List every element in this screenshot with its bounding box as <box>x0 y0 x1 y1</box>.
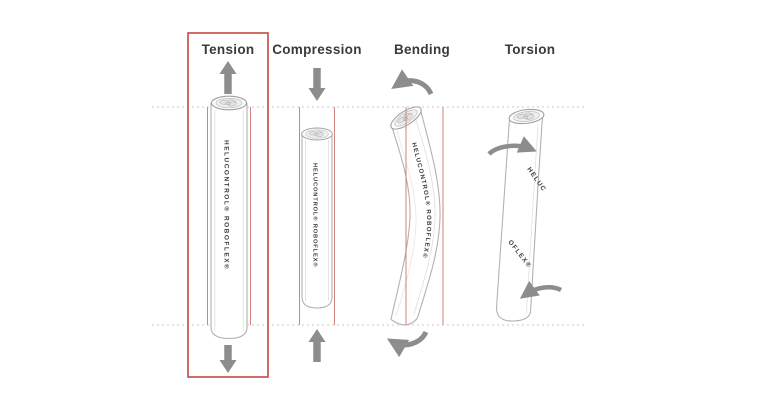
rotation-arrow-bottom-icon <box>519 280 563 299</box>
column-torsion: Torsion HELUC OFLEX® <box>487 42 563 322</box>
up-arrow-icon <box>308 329 326 362</box>
cable-print-text: HELUCONTROL® ROBOFLEX® <box>312 163 319 267</box>
rotation-arrow-top-icon <box>487 136 537 156</box>
column-compression: Compression HELUCONTROL® ROBOFLEX® <box>272 42 362 362</box>
cable-body-tension <box>210 103 248 340</box>
column-label-compression: Compression <box>272 42 362 57</box>
column-label-tension: Tension <box>202 42 255 57</box>
cable-top-cap <box>301 127 333 141</box>
cable-body-compression <box>301 134 333 309</box>
down-arrow-icon <box>308 68 326 101</box>
column-label-torsion: Torsion <box>505 42 556 57</box>
curved-arrow-bottom-icon <box>386 330 429 358</box>
tension-highlight-box <box>187 32 269 378</box>
cable-top-cap <box>210 95 248 111</box>
cable-shading-line <box>395 130 417 317</box>
cable-body-torsion <box>495 115 544 322</box>
cable-shading-line <box>413 119 436 315</box>
curved-arrow-top-icon <box>391 69 434 96</box>
cable-body-bending <box>390 109 441 326</box>
column-label-bending: Bending <box>394 42 450 57</box>
column-tension: Tension HELUCONTROL® ROBOFLEX® <box>187 32 269 378</box>
up-arrow-icon <box>219 61 237 94</box>
column-bending: Bending HELUCONTROL® ROBOFLEX® <box>386 42 450 358</box>
down-arrow-icon <box>219 345 237 373</box>
cable-print-text: HELUCONTROL® ROBOFLEX® <box>223 140 231 270</box>
